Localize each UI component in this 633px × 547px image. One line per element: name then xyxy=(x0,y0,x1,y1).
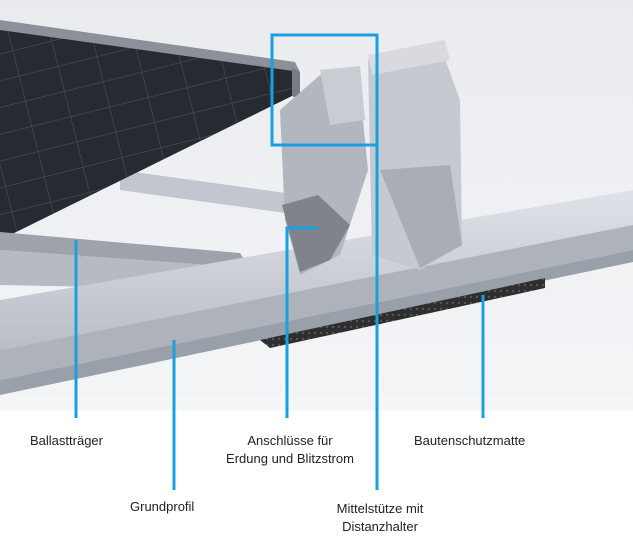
label-anschluesse-line2: Erdung und Blitzstrom xyxy=(226,451,354,466)
base-profile xyxy=(0,190,633,395)
highlight-box xyxy=(270,33,379,147)
label-anschluesse: Anschlüsse für Erdung und Blitzstrom xyxy=(210,432,370,468)
front-bracket xyxy=(280,66,368,275)
label-ballasttraeger: Ballastträger xyxy=(30,433,103,448)
label-bautenschutzmatte: Bautenschutzmatte xyxy=(414,433,526,448)
protection-mat xyxy=(260,278,545,348)
callout-line-anschluesse xyxy=(285,226,318,418)
label-mittelstuetze-line1: Mittelstütze mit xyxy=(336,501,424,516)
label-mittelstuetze: Mittelstütze mit Distanzhalter xyxy=(315,500,445,536)
label-grundprofil: Grundprofil xyxy=(130,499,195,514)
ballast-tray xyxy=(0,232,250,268)
solar-panel xyxy=(0,20,300,240)
rear-profile xyxy=(120,170,300,215)
label-anschluesse-line1: Anschlüsse für xyxy=(247,433,333,448)
middle-support xyxy=(368,40,462,270)
label-mittelstuetze-line2: Distanzhalter xyxy=(342,519,418,534)
